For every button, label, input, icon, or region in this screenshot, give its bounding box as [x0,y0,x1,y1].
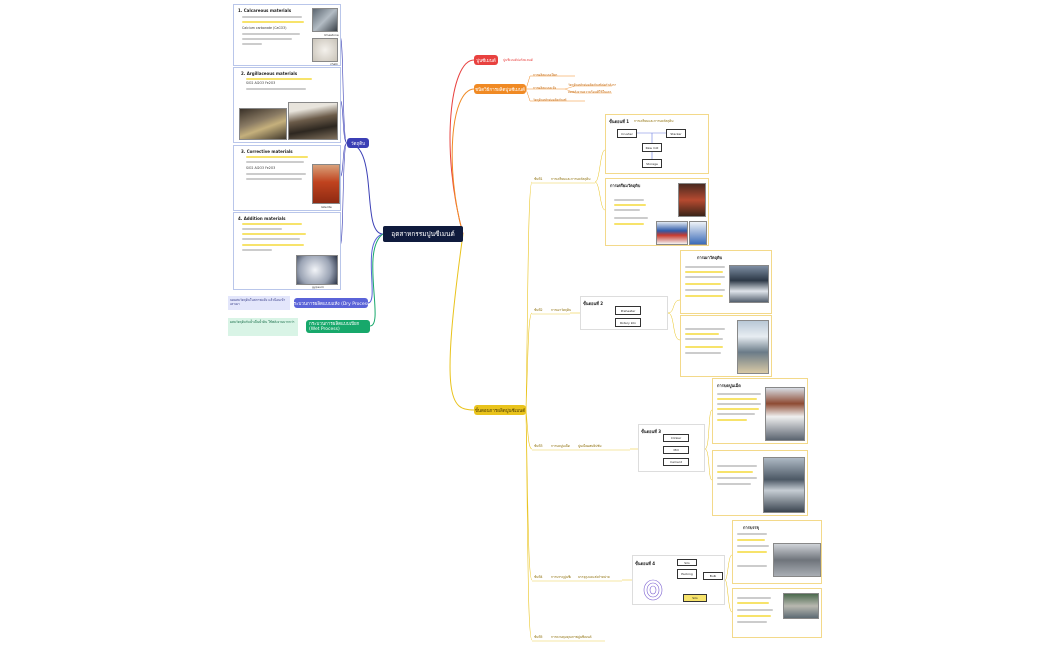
step-4-photo-card-1[interactable]: การบรรจุ [732,520,822,584]
kinds-note-1: วัตถุดิบหลักต่อผลิตภัณฑ์ต่อกำลังการผลิต [568,83,616,87]
preheater-photo [729,265,769,303]
material-3-text: SiO2 Al2O3 Fe2O3 [246,166,276,170]
branch-materials[interactable]: วัตถุดิบ [347,138,369,148]
step-2-card-title: ขั้นตอนที่ 2 [583,301,604,306]
flow-stacker: Stacker [666,129,686,138]
shale-photo [288,102,338,140]
flow-cement: Cement [663,458,689,466]
material-4-title: 4. Addition materials [238,216,286,221]
gypsum-caption: gypsum [312,285,324,289]
packing-photo [773,543,821,577]
step-4-card-title: ขั้นตอนที่ 4 [635,561,656,566]
material-1-title: 1. Calcareous materials [238,8,292,13]
step-2-label[interactable]: ขั้นที่2 [534,308,543,312]
step-3-photo-card-1[interactable]: การบดปูนเม็ด [712,378,808,444]
wet-process-note: ผสมวัตถุดิบกับน้ำเป็นน้ำดิน ใช้พลังงานมา… [228,318,298,336]
chalk-photo [312,38,338,62]
flow-crusher: Crusher [617,129,637,138]
flow-storage: Storage [642,159,662,168]
silo-diagram [689,221,707,245]
step-1-card-title: ขั้นตอนที่ 1 [609,119,630,124]
step-1-flow-card[interactable]: ขั้นตอนที่ 1 การเตรียมและการบดวัตถุดิบ C… [605,114,709,174]
flow-dispatch: Silo [683,594,707,602]
material-2-text: SiO2 Al2O3 Fe2O3 [246,81,276,85]
material-card-argillaceous[interactable]: 2. Argillaceous materials SiO2 Al2O3 Fe2… [233,67,341,143]
central-topic[interactable]: อุตสาหกรรมปูนซีเมนต์ [383,226,463,242]
step-5-label[interactable]: ขั้นที่5 [534,635,543,639]
intro-sub: ปูนซีเมนต์ปอร์ตแลนด์ [503,58,533,62]
step-4-photo-title: การบรรจุ [743,525,759,530]
laterite-photo [312,164,340,204]
step-3-desc: การบดปูนเม็ด [551,444,570,448]
chalk-caption: chalk [330,62,338,66]
step-3-photo-title: การบดปูนเม็ด [717,383,741,388]
step-1-photo-card[interactable]: การเตรียมวัตถุดิบ [605,178,709,246]
flow-preheater: Preheater [615,306,641,315]
gypsum-photo [296,255,338,285]
cement-plant-photo [763,457,805,513]
step-1-photo-title: การเตรียมวัตถุดิบ [610,183,641,188]
branch-steps[interactable]: ขั้นตอนการผลิตปูนซีเมนต์ [474,405,526,415]
branch-dry-process[interactable]: กระบวนการผลิตแบบแห้ง (Dry Process) [294,298,368,308]
step-2-photo-card-2[interactable] [680,315,772,377]
flow-packing: Packing [677,569,697,579]
material-1-text: Calcium carbonate (CaCO3) [242,26,287,30]
step-4-label[interactable]: ขั้นที่4 [534,575,543,579]
clay-photo-1 [239,108,287,140]
step-3-flow-card[interactable]: ขั้นตอนที่ 3 Clinker Mill Cement [638,424,705,472]
limestone-caption: limestone [324,33,339,37]
step-4-flow-card[interactable]: ขั้นตอนที่ 4 Silo Packing Bulk Silo [632,555,725,605]
step-2-flow-card[interactable]: ขั้นตอนที่ 2 Preheater Rotary kiln [580,296,668,330]
step-2-desc: การเผาวัตถุดิบ [551,308,571,312]
step-3-mid: ปูนเม็ดผสมยิปซัม [578,444,602,448]
fingerprint-icon [643,579,663,601]
dry-process-note: บดผสมวัตถุดิบในสภาพแห้ง แล้วป้อนเข้าเตาเ… [228,296,290,310]
material-2-title: 2. Argillaceous materials [241,71,298,76]
raw-mill-diagram [656,221,688,245]
step-1-card-sub: การเตรียมและการบดวัตถุดิบ [634,118,674,123]
cement-mill-photo [765,387,805,441]
kinds-sub-dry: การผลิตแบบแห้ง [533,86,557,90]
flow-silo: Silo [677,559,697,566]
kinds-sub-main: วัตถุดิบหลักต่อผลิตภัณฑ์ [533,98,567,102]
step-5-desc: การควบคุมคุณภาพปูนซีเมนต์ [551,635,592,639]
step-3-label[interactable]: ขั้นที่3 [534,444,543,448]
kinds-note-2: ลดพลังงานความร้อนที่ใช้ในเตา [568,90,612,94]
material-card-corrective[interactable]: 3. Corrective materials SiO2 Al2O3 Fe2O3… [233,145,341,211]
branch-wet-process[interactable]: กระบวนการผลิตแบบเปียก (Wet Process) [306,320,370,333]
truck-loading-photo [783,593,819,619]
step-1-desc: การเตรียมและการบดวัตถุดิบ [551,177,591,181]
step-4-mid: บรรจุถุงและส่งจำหน่าย [578,575,610,579]
step-3-photo-card-2[interactable] [712,450,808,516]
flow-bulk: Bulk [703,572,723,580]
flow-rotary-kiln: Rotary kiln [615,318,641,327]
kinds-sub-wet: การผลิตแบบเปียก [533,73,558,77]
flow-clinker: Clinker [663,434,689,442]
flow-raw-mill: Raw mill [642,143,662,152]
laterite-caption: laterite [321,205,332,209]
step-1-label[interactable]: ขั้นที่1 [534,177,543,181]
branch-kinds[interactable]: ชนิดวิธีการผลิตปูนซีเมนต์ [474,84,526,94]
step-2-photo-title: การเผาวัตถุดิบ [697,255,723,260]
kiln-tower-photo [737,320,769,374]
material-card-addition[interactable]: 4. Addition materials gypsum [233,212,341,290]
material-card-calcareous[interactable]: 1. Calcareous materials Calcium carbonat… [233,4,341,66]
step-1-flow-arrows [637,132,666,159]
step-2-photo-card-1[interactable]: การเผาวัตถุดิบ [680,250,772,314]
flow-cement-mill: Mill [663,446,689,454]
step-3-card-title: ขั้นตอนที่ 3 [641,429,662,434]
material-3-title: 3. Corrective materials [241,149,293,154]
limestone-photo [312,8,338,32]
step-4-desc: การบรรจุปูนซีเมนต์ [551,575,571,579]
branch-intro[interactable]: ปูนซีเมนต์ [474,55,498,65]
step-4-photo-card-2[interactable] [732,588,822,638]
crusher-photo [678,183,706,217]
